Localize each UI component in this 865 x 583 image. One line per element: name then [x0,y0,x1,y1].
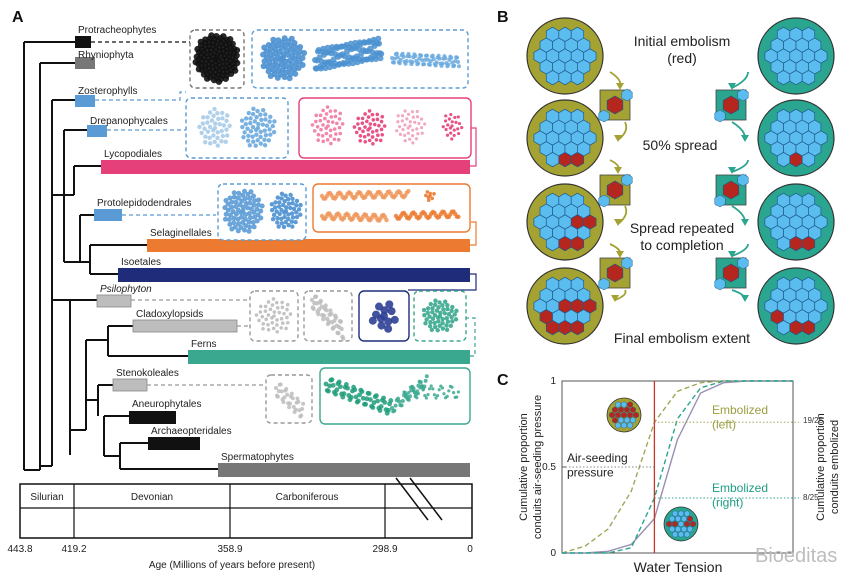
xlabel-water-tension: Water Tension [634,559,723,575]
ylabel-right-1: Cumulative proportion [815,413,827,521]
tick-443: 443.8 [7,544,32,555]
range-bar-4 [101,160,470,174]
range-bar-11 [112,378,148,392]
taxon-label-10: Ferns [191,339,217,350]
range-bar-12 [129,411,176,424]
taxon-label-6: Selaginellales [150,228,212,239]
range-connectors [91,41,477,386]
taxon-label-8: Psilophyton [100,284,152,295]
right-tick-19: 19/25 [803,416,824,425]
time-axis-label: Age (Millions of years before present) [149,560,315,571]
phylogeny-tree [23,41,218,471]
range-bar-7 [118,268,470,282]
taxon-label-12: Aneurophytales [132,399,202,410]
period-devonian: Devonian [131,492,173,503]
step-spread: 50% spread [643,137,718,153]
panel-c-label: C [497,372,509,389]
taxon-label-4: Lycopodiales [104,149,162,160]
ylabel-left-1: Cumulative proportion [518,413,530,521]
taxa-labels: ProtracheophytesRhyniophytaZosterophylls… [78,25,294,463]
range-bar-0 [75,36,91,48]
taxon-label-7: Isoetales [121,257,161,268]
taxon-label-9: Cladoxylopsids [136,309,203,320]
ytick-1: 1 [550,376,556,387]
annotation-embolized-left: Embolized(left) [712,403,768,431]
time-axis: Silurian Devonian Carboniferous 443.8 41… [7,477,473,571]
panel-b-label: B [497,9,509,26]
tick-419: 419.2 [61,544,86,555]
embolism-diagram [526,17,835,345]
mini-xylem-icons [606,397,699,542]
taxon-label-5: Protolepidodendrales [97,198,192,209]
taxon-label-11: Stenokoleales [116,368,179,379]
range-bar-6 [147,239,470,252]
taxon-label-13: Archaeopteridales [151,426,232,437]
taxa-boxes [75,36,470,477]
step-initial: Initial embolism(red) [634,33,730,66]
step-final: Final embolism extent [614,330,750,346]
ytick-05: 0.5 [542,462,556,473]
taxon-label-2: Zosterophylls [78,86,137,97]
taxon-label-3: Drepanophycales [90,116,168,127]
range-bar-8 [96,294,132,308]
range-bar-14 [218,463,470,477]
taxon-label-0: Protracheophytes [78,25,156,36]
range-bar-3 [87,125,107,137]
range-bar-13 [148,437,200,450]
tick-0: 0 [467,544,473,555]
ytick-0: 0 [550,548,556,559]
range-bar-2 [75,95,95,107]
right-tick-8: 8/25 [803,493,819,502]
panel-a-label: A [12,9,24,26]
curve-2 [562,380,793,554]
curve-0 [561,380,793,554]
taxon-label-14: Spermatophytes [221,452,294,463]
watermark: Bioeditas [755,545,837,567]
taxon-label-1: Rhyniophyta [78,50,134,61]
range-bar-9 [132,319,238,333]
range-bar-1 [75,57,95,69]
anatomy-thumbnails [185,29,472,425]
ylabel-right-2: conduits embolized [829,420,841,514]
annotation-embolized-right: Embolized(right) [712,481,768,509]
ylabel-left-2: conduits air-seeding pressure [532,395,544,539]
panel-c-chart: 1 0.5 0 Cumulative proportion conduits a… [518,376,841,575]
cumulative-curves [561,380,799,554]
range-bar-10 [188,350,470,364]
tick-298: 298.9 [372,544,397,555]
period-silurian: Silurian [30,492,63,503]
range-bar-5 [94,209,122,221]
tick-358: 358.9 [217,544,242,555]
period-carboniferous: Carboniferous [276,492,339,503]
